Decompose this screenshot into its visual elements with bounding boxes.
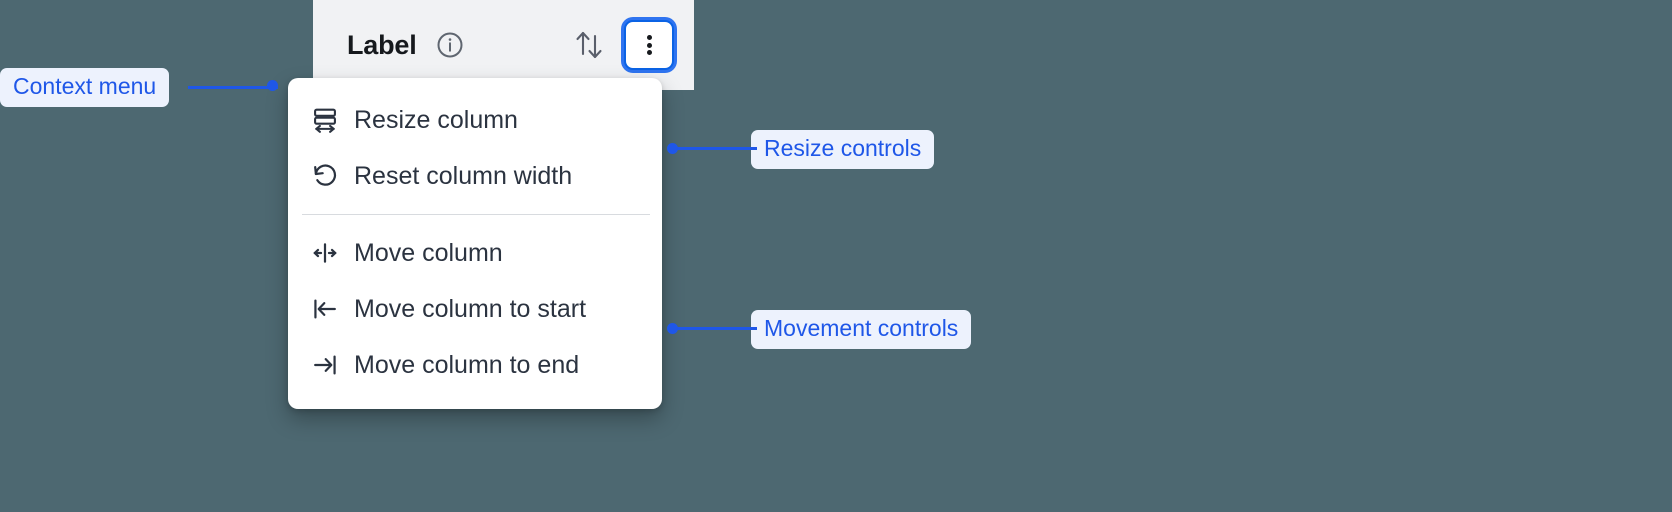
menu-item-move-column-to-end[interactable]: Move column to end [288,337,662,393]
column-header-panel: Label [313,0,694,90]
menu-item-reset-column-width[interactable]: Reset column width [288,148,662,204]
annotation-connector-line [188,86,278,89]
undo-rotate-icon [310,161,340,191]
menu-divider [302,214,650,215]
page-title: Label [347,29,417,60]
menu-item-label: Reset column width [354,161,573,190]
menu-item-label: Move column to start [354,294,587,323]
annotation-connector-dot [267,80,278,91]
menu-item-move-column-to-start[interactable]: Move column to start [288,281,662,337]
sort-up-down-arrows-icon[interactable] [572,27,606,63]
kebab-dot [646,50,652,55]
menu-item-resize-column[interactable]: Resize column [288,92,662,148]
annotation-connector-dot [667,323,678,334]
move-column-left-right-icon [310,238,340,268]
kebab-dot [646,35,652,40]
annotation-label-movement-controls: Movement controls [751,310,972,349]
annotation-connector-line [672,147,757,150]
annotation-label-context-menu: Context menu [0,68,170,107]
move-to-end-icon [310,350,340,380]
annotation-connector-line [672,327,757,330]
kebab-dot [646,42,652,48]
column-menu-button[interactable] [624,20,674,70]
move-to-start-icon [310,294,340,324]
menu-item-label: Resize column [354,105,518,134]
annotation-label-resize-controls: Resize controls [751,130,935,169]
menu-item-move-column[interactable]: Move column [288,225,662,281]
column-context-menu: Resize column Reset column width Move co… [288,78,662,409]
annotation-connector-dot [667,143,678,154]
info-circle-icon[interactable] [435,30,465,60]
menu-item-label: Move column [354,238,503,267]
resize-column-icon [310,105,340,135]
menu-item-label: Move column to end [354,350,580,379]
